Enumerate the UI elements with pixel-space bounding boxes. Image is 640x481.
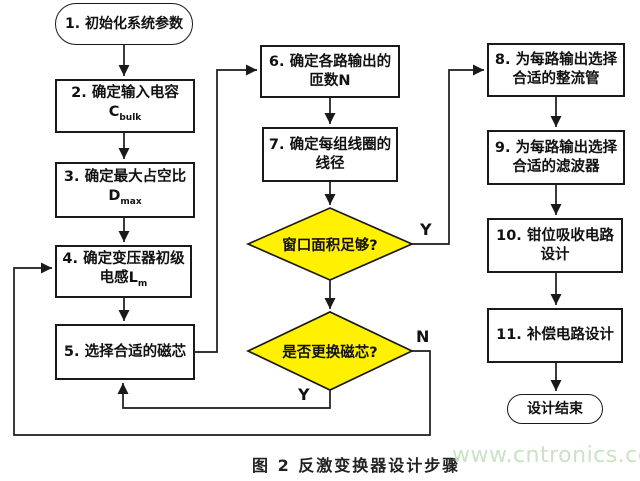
node-step3: 3. 确定最大占空比 Dmax (55, 162, 195, 218)
node-start: 1. 初始化系统参数 (55, 3, 193, 45)
node-step4-line1: 4. 确定变压器初级 (62, 250, 185, 267)
decision-window-label: 窗口面积足够? (282, 237, 378, 254)
node-step4: 4. 确定变压器初级 电感Lm (55, 245, 192, 298)
node-step10-line2: 设计 (540, 246, 570, 263)
node-step4-line2: 电感Lm (99, 269, 148, 289)
node-step9-line1: 9. 为每路输出选择 (494, 139, 618, 156)
node-step7-line1: 7. 确定每组线圈的 (268, 136, 392, 153)
branch-core-no: N (416, 327, 430, 346)
decision-core-diamond (246, 311, 414, 391)
node-step11: 11. 补偿电路设计 (487, 308, 623, 363)
node-step7-line2: 线径 (315, 155, 345, 172)
node-step5: 5. 选择合适的磁芯 (55, 324, 195, 380)
node-step3-line1: 3. 确定最大占空比 (63, 169, 187, 186)
node-end-label: 设计结束 (527, 400, 583, 417)
decision-window-diamond (245, 207, 415, 281)
decision-core-label: 是否更换磁芯? (282, 344, 378, 361)
node-step10-line1: 10. 钳位吸收电路 (496, 227, 614, 244)
node-end: 设计结束 (507, 394, 603, 424)
figure-caption: 图 2 反激变换器设计步骤 (252, 456, 461, 475)
node-step8-line1: 8. 为每路输出选择 (494, 52, 618, 68)
node-step7: 7. 确定每组线圈的 线径 (262, 127, 398, 182)
node-step2-line1: 2. 确定输入电容 (71, 85, 179, 102)
node-step8-line2: 合适的整流管 (512, 71, 600, 87)
node-step6: 6. 确定各路输出的 匝数N (260, 45, 400, 98)
watermark-url: www.cntronics.com (452, 443, 640, 468)
node-step6-line1: 6. 确定各路输出的 (268, 53, 392, 70)
node-step8: 8. 为每路输出选择 合适的整流管 (487, 43, 625, 97)
branch-core-yes: Y (298, 385, 310, 404)
node-step5-label: 5. 选择合适的磁芯 (63, 343, 187, 360)
node-step3-line2: Dmax (108, 188, 142, 207)
node-step2: 2. 确定输入电容 Cbulk (55, 79, 195, 133)
node-step9: 9. 为每路输出选择 合适的滤波器 (487, 130, 625, 185)
node-step2-line2: Cbulk (108, 104, 142, 123)
node-step9-line2: 合适的滤波器 (512, 158, 600, 175)
node-step6-line2: 匝数N (309, 72, 351, 89)
node-step11-label: 11. 补偿电路设计 (496, 327, 614, 343)
node-step10: 10. 钳位吸收电路 设计 (487, 218, 623, 273)
node-start-label: 1. 初始化系统参数 (65, 15, 183, 32)
branch-window-yes: Y (420, 220, 432, 239)
